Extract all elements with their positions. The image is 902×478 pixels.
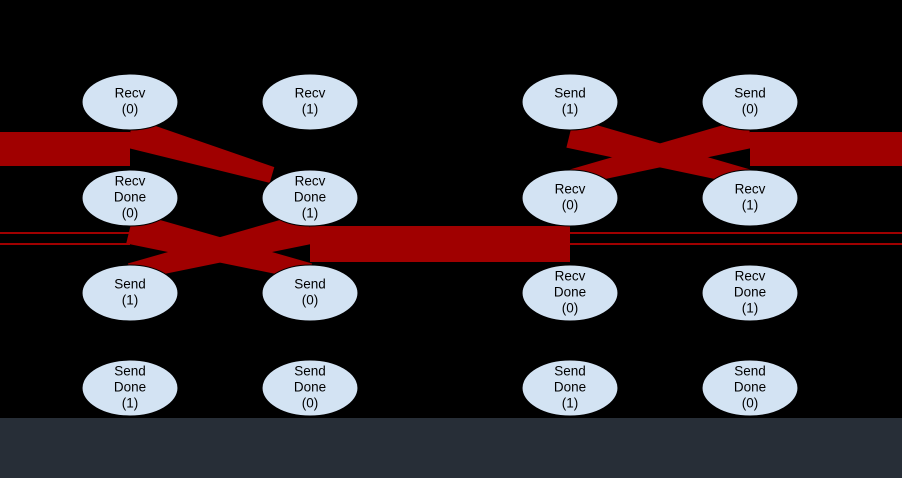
node-label-line: Done — [554, 380, 586, 395]
node-label-line: (0) — [302, 396, 319, 411]
edge-layer — [0, 118, 902, 281]
node-label-line: (1) — [122, 293, 139, 308]
node-label-line: (0) — [122, 206, 139, 221]
node-ellipse — [81, 73, 179, 131]
node-label-line: Recv — [555, 269, 586, 284]
node-label-line: Send — [114, 364, 146, 379]
graph-edge — [0, 243, 130, 245]
node-label-line: (1) — [302, 206, 319, 221]
graph-edge — [125, 118, 275, 183]
node-ellipse — [701, 73, 799, 131]
node-label-line: Done — [734, 285, 766, 300]
graph-node[interactable]: Recv(0) — [521, 169, 619, 227]
node-label-line: Done — [734, 380, 766, 395]
node-label-line: Send — [734, 86, 766, 101]
node-layer: Recv(0)Recv(1)Send(1)Send(0)RecvDone(0)R… — [81, 73, 799, 417]
graph-node[interactable]: Send(1) — [81, 264, 179, 322]
node-label-line: Done — [554, 285, 586, 300]
graph-node[interactable]: Recv(1) — [261, 73, 359, 131]
graph-node[interactable]: Recv(1) — [701, 169, 799, 227]
node-ellipse — [81, 359, 179, 417]
node-label-line: (1) — [742, 301, 759, 316]
bottom-status-bar — [0, 418, 902, 478]
graph-edge — [0, 132, 130, 166]
node-label-line: (0) — [562, 198, 579, 213]
node-ellipse — [521, 169, 619, 227]
node-label-line: (1) — [302, 102, 319, 117]
node-label-line: Send — [294, 364, 326, 379]
node-label-line: Send — [554, 364, 586, 379]
node-ellipse — [701, 264, 799, 322]
graph-edge — [750, 132, 902, 166]
node-label-line: Done — [114, 380, 146, 395]
node-ellipse — [521, 359, 619, 417]
node-label-line: Done — [294, 380, 326, 395]
node-label-line: (1) — [122, 396, 139, 411]
node-ellipse — [701, 169, 799, 227]
node-ellipse — [81, 169, 179, 227]
node-label-line: (1) — [742, 198, 759, 213]
node-ellipse — [261, 264, 359, 322]
node-label-line: (0) — [742, 396, 759, 411]
node-label-line: Send — [734, 364, 766, 379]
node-label-line: (0) — [302, 293, 319, 308]
node-ellipse — [261, 73, 359, 131]
node-label-line: Done — [114, 190, 146, 205]
graph-edge — [127, 212, 314, 281]
graph-edge — [0, 232, 130, 234]
graph-edge — [568, 118, 754, 186]
graph-node[interactable]: Send(0) — [701, 73, 799, 131]
node-label-line: Send — [114, 277, 146, 292]
node-label-line: Done — [294, 190, 326, 205]
graph-edge — [310, 226, 570, 262]
graph-edge — [570, 232, 902, 234]
node-label-line: (0) — [122, 102, 139, 117]
node-ellipse — [521, 264, 619, 322]
node-label-line: (0) — [742, 102, 759, 117]
node-label-line: Recv — [295, 86, 326, 101]
node-label-line: (1) — [562, 102, 579, 117]
node-label-line: (0) — [562, 301, 579, 316]
node-ellipse — [81, 264, 179, 322]
node-label-line: Recv — [115, 174, 146, 189]
node-label-line: Recv — [115, 86, 146, 101]
graph-edge — [570, 243, 902, 245]
graph-node[interactable]: Send(1) — [521, 73, 619, 131]
graph-node[interactable]: Recv(0) — [81, 73, 179, 131]
node-label-line: (1) — [562, 396, 579, 411]
node-label-line: Send — [554, 86, 586, 101]
node-label-line: Recv — [295, 174, 326, 189]
node-ellipse — [261, 359, 359, 417]
node-ellipse — [521, 73, 619, 131]
graph-node[interactable]: Send(0) — [261, 264, 359, 322]
node-label-line: Recv — [735, 182, 766, 197]
node-label-line: Send — [294, 277, 326, 292]
node-ellipse — [701, 359, 799, 417]
node-label-line: Recv — [555, 182, 586, 197]
node-label-line: Recv — [735, 269, 766, 284]
node-ellipse — [261, 169, 359, 227]
